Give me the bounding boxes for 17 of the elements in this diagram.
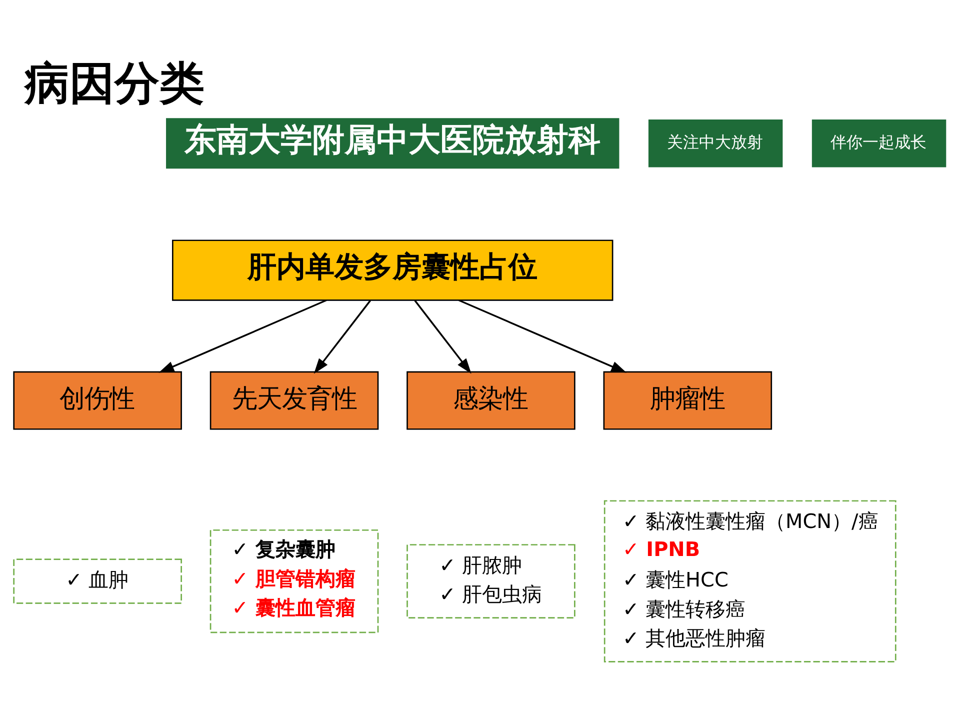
node-box: 肝内单发多房囊性占位: [172, 240, 614, 301]
node-box: ✓ 复杂囊肿 ✓ 胆管错构瘤 ✓ 囊性血管瘤: [210, 529, 379, 634]
node-box: 先天发育性: [210, 371, 379, 430]
arrow: [414, 300, 472, 374]
node-box: ✓ 肝脓肿 ✓ 肝包虫病: [406, 544, 576, 618]
node-box: ✓ 血肿: [13, 558, 182, 604]
label: 东南大学附属中大医院放射科: [184, 120, 601, 158]
node-box: 创伤性: [13, 371, 182, 430]
node-box: 肿瘤性: [603, 371, 772, 430]
label: 伴你一起成长: [830, 132, 927, 152]
arrow: [458, 299, 627, 373]
arrow: [314, 300, 371, 374]
label: 关注中大放射: [667, 132, 764, 152]
node-box: ✓ 黏液性囊性瘤（MCN）/癌 ✓ IPNB ✓ 囊性HCC ✓ 囊性转移癌 ✓ 其他恶性肿瘤: [604, 500, 896, 662]
arrow: [158, 299, 327, 373]
diagram-title: 病因分类: [24, 56, 204, 110]
node-box: 感染性: [406, 371, 576, 430]
